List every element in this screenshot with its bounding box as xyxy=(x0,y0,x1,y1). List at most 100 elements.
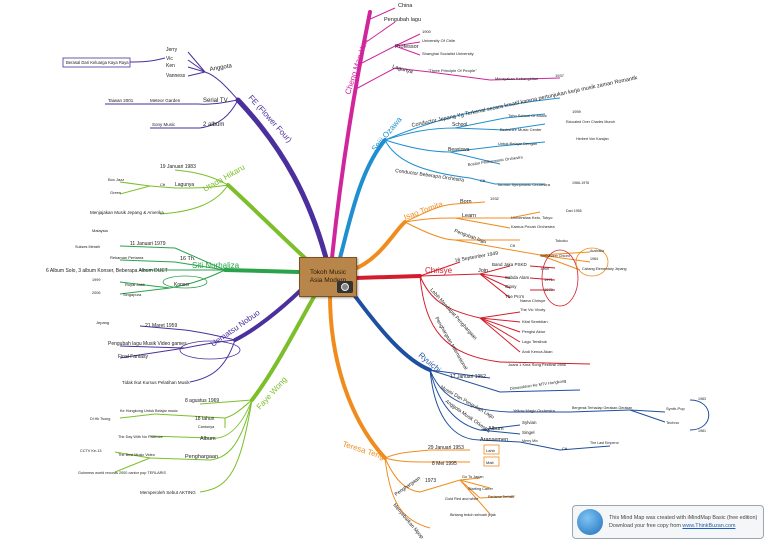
node-synthesizer: Sinthesizer Chiceo xyxy=(540,254,570,258)
node-born: Born xyxy=(460,199,472,205)
node-gold: Gold Red and white xyxy=(445,497,478,501)
node-singapura: Singapura xyxy=(123,292,142,297)
node-penghargaan-aja: Lebih Mendapat Penghargaan xyxy=(429,287,479,341)
label-siti: Siti Nurhaliza xyxy=(192,261,240,270)
node-herbert: Herbert Von Karajan xyxy=(576,137,609,141)
node-album-r: Album xyxy=(488,426,504,432)
footer-line-2-text: Download your free copy from xyxy=(609,523,681,529)
node-j1: 1969 xyxy=(540,266,550,271)
node-cantonya: Cantonya xyxy=(198,425,215,429)
node-last: The Last Emperor xyxy=(590,441,620,445)
node-univ-y: Dari 1955 xyxy=(566,209,582,213)
node-prof-2: University Of Chile xyxy=(422,38,456,43)
node-sukses: Sukses Meraih xyxy=(75,245,100,249)
node-berkshire: Berkshire Music Center xyxy=(500,127,542,132)
node-ctt4: Ctt xyxy=(160,182,166,187)
label-utada: Utada Hikaru xyxy=(202,163,247,194)
node-ke-hk: Ke Hongkong Untuk Belajar music xyxy=(120,409,178,413)
node-toho: Toho School Of Music xyxy=(508,113,547,118)
node-sabda: Sabda Alam xyxy=(505,275,530,280)
node-ken: Ken xyxy=(166,63,175,69)
branch-fe xyxy=(235,97,329,261)
node-box: Box Jazz xyxy=(108,177,124,182)
node-pro: The Pro's xyxy=(505,294,525,299)
node-prof-3: Shanghai Socialist University xyxy=(422,51,474,56)
node-born-y: 1932 xyxy=(490,196,500,201)
node-lagunya2: Lagunya xyxy=(175,182,194,188)
node-utada-born: 19 Januari 1983 xyxy=(160,164,196,170)
node-beasiswa: Beasiswa xyxy=(448,147,470,153)
node-final: Final Fantasy xyxy=(118,354,149,360)
node-rekaman: Rekaman Pertama xyxy=(110,255,144,260)
node-vhh: The Vic Vivoty xyxy=(520,307,545,312)
branch-utada xyxy=(226,183,307,260)
node-jepang: Jepang xyxy=(96,320,109,325)
node-best-music: The Best Music Video xyxy=(118,453,155,457)
node-konser: Konser xyxy=(174,282,190,288)
node-cctv: CCTV Ke-13 xyxy=(80,449,102,453)
node-anggota: Anggota xyxy=(209,63,233,73)
node-mtv: Dimasukkan Ke MTV Hongkong xyxy=(509,378,566,391)
branch-cheng xyxy=(330,10,372,260)
node-pengubah: Pengubah lagu xyxy=(384,17,421,23)
branch-isao xyxy=(350,220,407,272)
node-faye-born: 8 agustus 1969 xyxy=(185,398,219,404)
node-memperoleh: Memperoleh Sebut AKTING xyxy=(140,490,196,495)
node-vanness: Vanness xyxy=(166,73,186,79)
label-faye: Faye Wong xyxy=(255,375,289,411)
node-lagunya: Lagunya xyxy=(391,64,414,76)
node-aransemen: Aransemen xyxy=(480,437,508,443)
node-sony: Sony Music xyxy=(152,122,176,127)
node-join: Join xyxy=(478,268,488,274)
node-pertama: Pertama Terbaik xyxy=(488,495,514,499)
node-boston: Boston Philharmonic Orchestra xyxy=(467,154,523,167)
node-starting: Starting Carrer xyxy=(468,487,494,491)
node-toronto-y: 1966-1976 xyxy=(572,181,589,185)
node-ctt: Ctt xyxy=(480,178,486,183)
node-tahun: 18 tahun xyxy=(195,416,215,422)
node-jerry: Jerry xyxy=(166,47,178,53)
camera-icon xyxy=(337,281,353,293)
node-album-f: Album xyxy=(200,436,216,442)
node-y1999: 1999 xyxy=(92,278,100,282)
node-synthpop: Synth-Pop xyxy=(666,406,685,411)
node-malaysia: Malaysia xyxy=(92,228,109,233)
node-australia: Australia xyxy=(590,249,604,253)
node-learn: Learn xyxy=(462,213,476,219)
node-mati: Mati xyxy=(486,460,494,465)
node-pop-japan: Go To Japan xyxy=(462,475,483,479)
node-merayakan: Merayakan Kebangkitan xyxy=(495,76,538,81)
node-di-hk: Di Hk Tsong xyxy=(90,417,110,421)
node-j2: 1971 xyxy=(544,277,554,282)
footer-line-1: This Mind Map was created with iMindMap … xyxy=(609,515,758,521)
node-sejak: 1937 xyxy=(555,73,565,78)
node-album-solo: 6 Album Solo, 3 album Konser, Beberapa A… xyxy=(46,268,168,274)
footer-line-2: Download your free copy from www.ThinkBu… xyxy=(609,523,735,529)
node-y1984: 1984 xyxy=(590,257,598,261)
branch-chrisye xyxy=(353,274,422,280)
branch-uematsu xyxy=(233,288,303,342)
node-royal: Royal Jakit xyxy=(125,282,145,287)
node-vic: Vic xyxy=(166,56,173,62)
label-chrisye: Chrisye xyxy=(425,266,453,275)
node-berkshire-n: Educated Over Charles Munch xyxy=(566,120,615,124)
node-gipsy: Gipsy xyxy=(505,284,517,289)
node-merry: Merry Mix xyxy=(522,439,538,443)
node-kilat: Kilat Sembilan xyxy=(522,319,548,324)
node-lahir: Lahir xyxy=(486,448,496,453)
node-tidak: Tidak Ikut Kursus Pelatihan Musik xyxy=(122,380,190,385)
imindmap-logo-icon xyxy=(577,509,603,535)
node-taiwan: Taiwan 2001 xyxy=(108,98,134,103)
node-penghargaan2: Penghargaan xyxy=(185,454,218,460)
thinkbuzan-link[interactable]: www.ThinkBuzan.com xyxy=(682,523,736,529)
node-menjajakan: Menjajakan Musik Jepang & Amerika xyxy=(90,210,164,215)
node-school: School xyxy=(452,122,467,128)
node-album2: 2 album xyxy=(203,122,224,128)
node-ryuichi-born: 17 Januari 1952 xyxy=(450,374,486,380)
central-topic-line1: Tokoh Music xyxy=(309,269,347,276)
branch-teresa xyxy=(328,293,387,460)
node-three: "Three Principle Of People" xyxy=(428,68,477,73)
node-ctt2: Ctt xyxy=(510,243,516,248)
node-toho-y: 1959 xyxy=(572,109,582,114)
node-y1981: 1981 xyxy=(698,429,706,433)
